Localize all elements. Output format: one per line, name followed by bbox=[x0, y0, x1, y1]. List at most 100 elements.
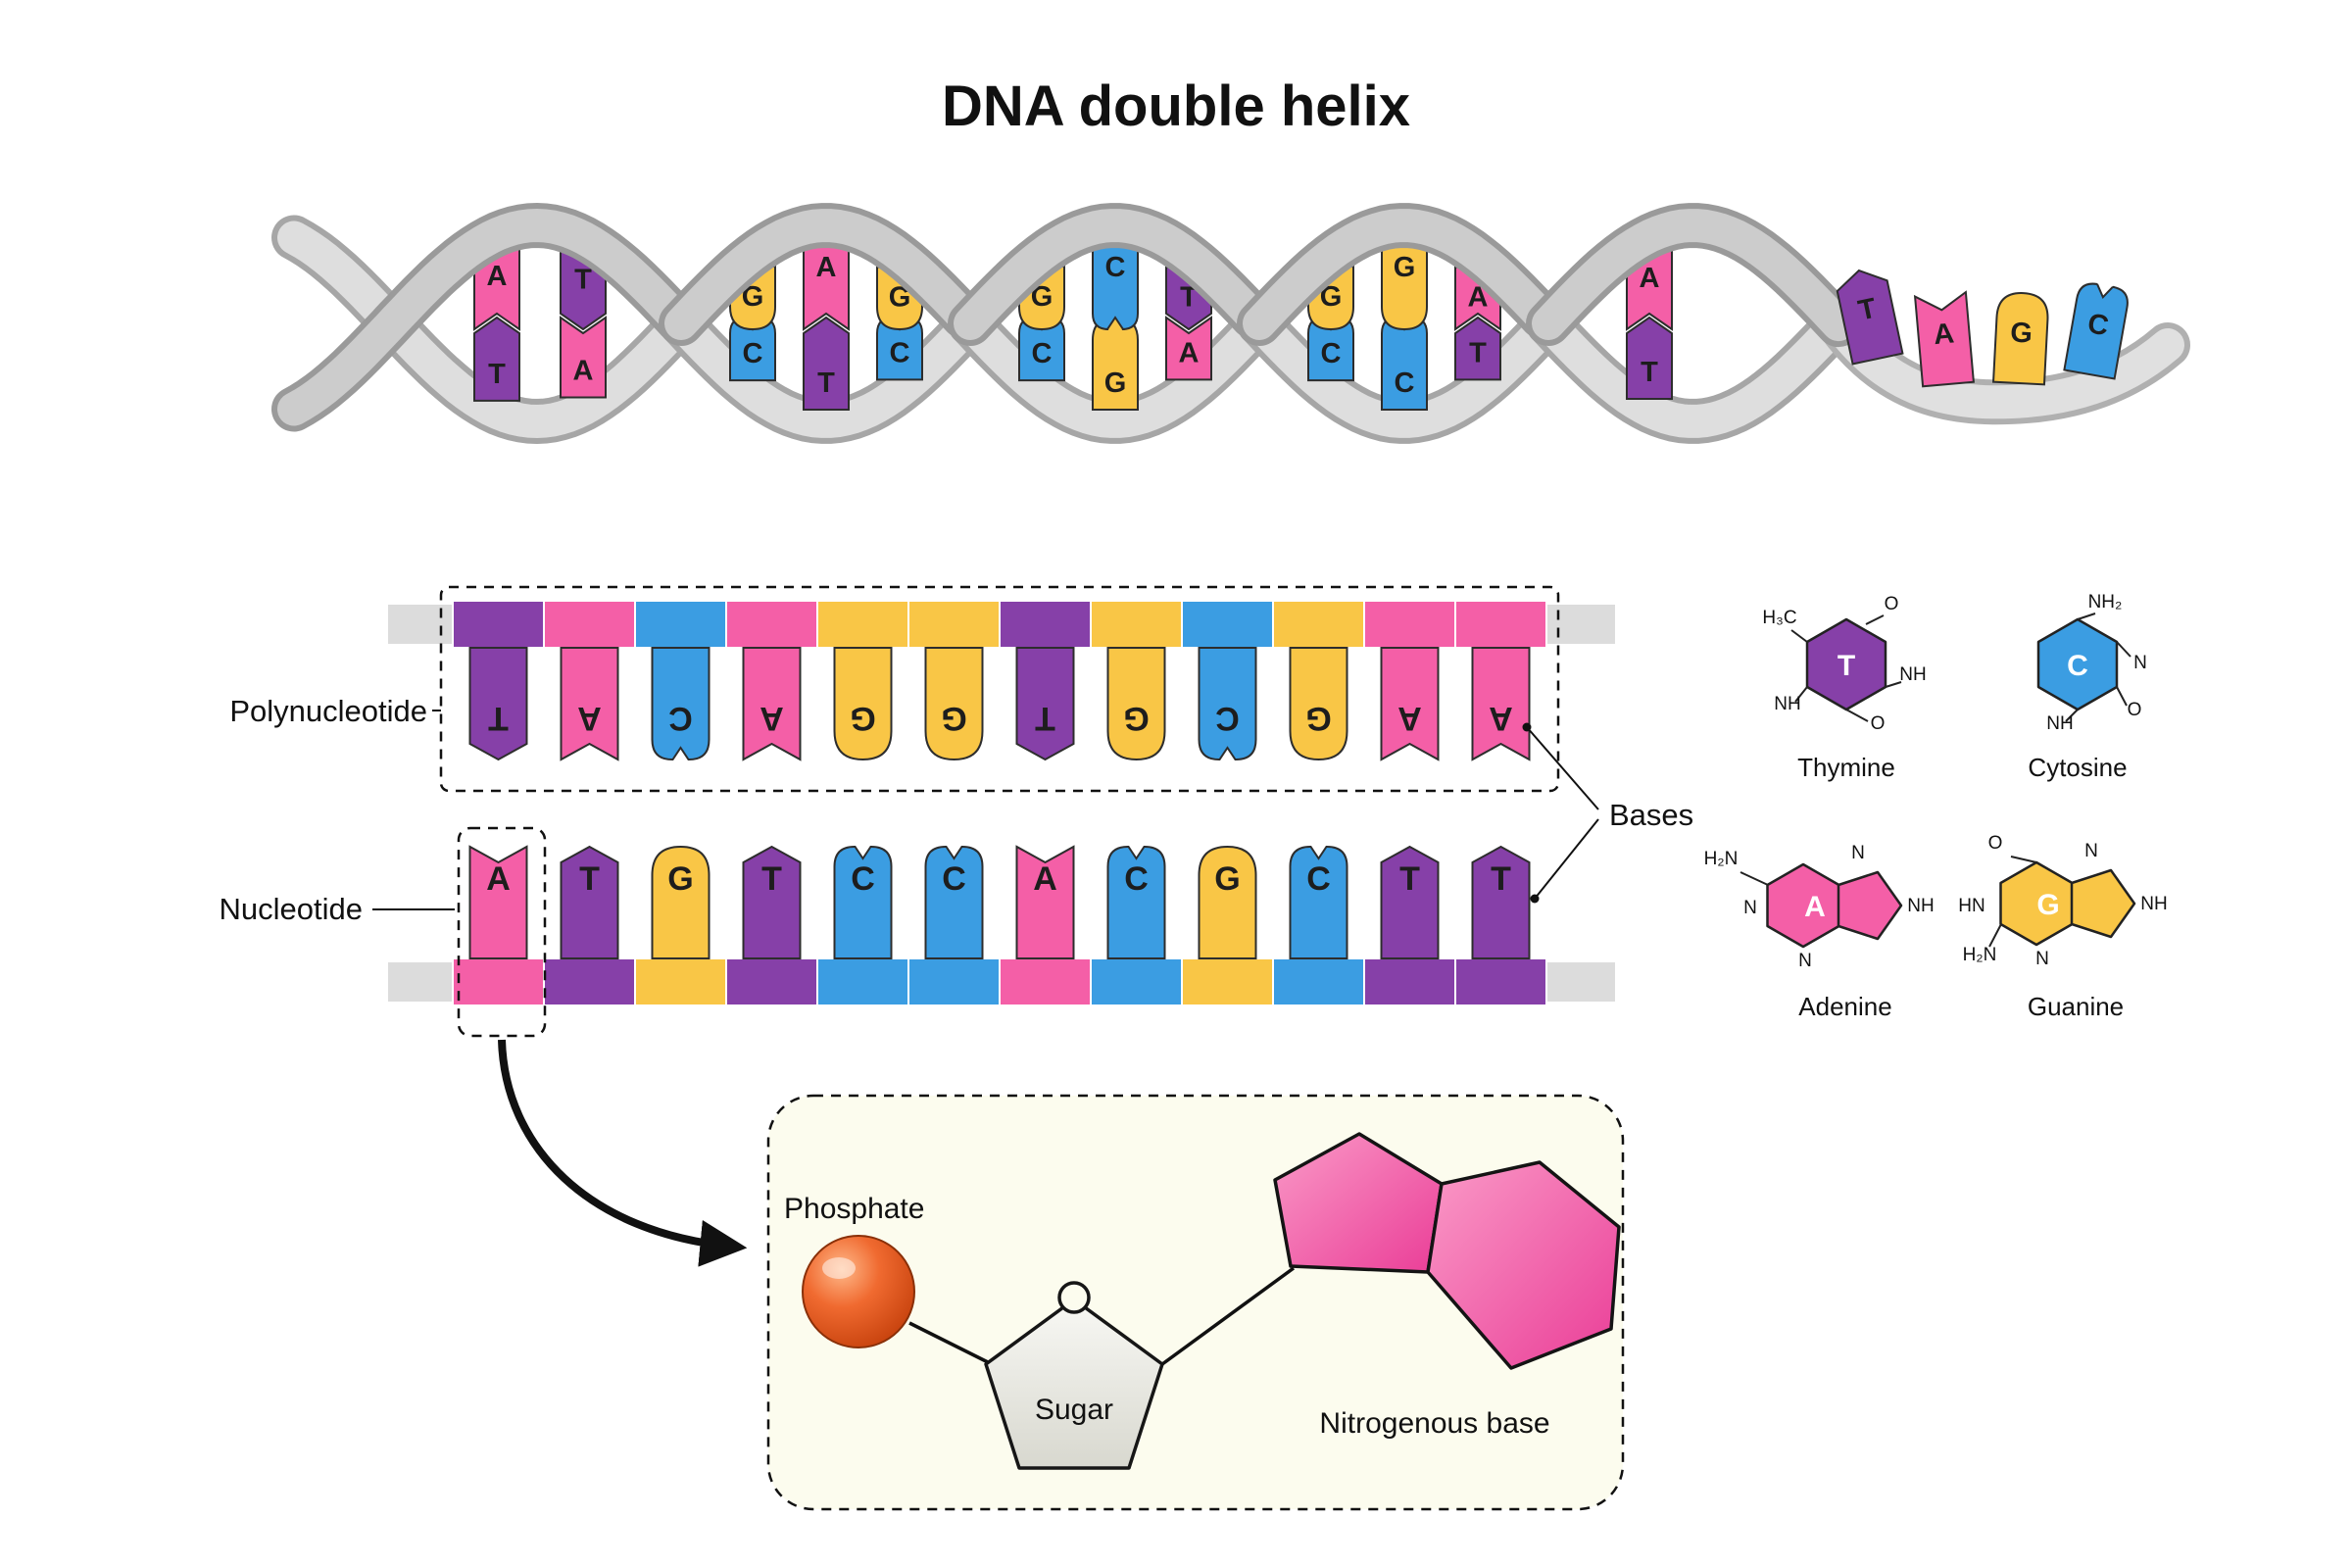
backbone-segment bbox=[725, 600, 818, 649]
top-nucleotide-unit: T bbox=[999, 600, 1092, 761]
backbone-segment bbox=[1454, 957, 1547, 1006]
top-base-shape bbox=[833, 647, 893, 761]
bottom-nucleotide-unit: T bbox=[1363, 845, 1456, 1006]
substituent-label: N bbox=[2133, 653, 2147, 673]
bond-line bbox=[1794, 686, 1808, 703]
nitrogenous-base-hexagon bbox=[1426, 1160, 1621, 1370]
cytosine-name: Cytosine bbox=[2028, 753, 2127, 782]
substituent-label: N bbox=[1743, 898, 1757, 918]
bottom-base-shape bbox=[833, 846, 893, 959]
substituent-label: HN bbox=[1958, 896, 1984, 916]
bond-line bbox=[1845, 709, 1869, 722]
top-base-shape bbox=[651, 647, 710, 760]
bond-line bbox=[1865, 614, 1885, 625]
guanine-name: Guanine bbox=[2028, 992, 2124, 1021]
bond-line bbox=[1885, 681, 1902, 688]
base-letter: G bbox=[1305, 700, 1331, 737]
base-letter: A bbox=[577, 700, 602, 737]
top-base-shape bbox=[1471, 647, 1531, 761]
helix-base-letter: G bbox=[1320, 281, 1343, 313]
base-letter: C bbox=[1215, 700, 1240, 737]
backbone-segment bbox=[634, 957, 727, 1006]
bottom-nucleotide-unit: C bbox=[907, 846, 1001, 1006]
tail-base-shape bbox=[1836, 269, 1904, 366]
substituent-label: O bbox=[2128, 700, 2142, 720]
backbone-segment bbox=[1454, 600, 1547, 649]
helix-ribbon bbox=[1532, 209, 1855, 342]
backbone-gray-end bbox=[388, 962, 457, 1002]
helix-base-letter: C bbox=[890, 337, 910, 368]
backbone-segment bbox=[1181, 600, 1274, 649]
helix-bottom-base bbox=[1165, 316, 1212, 381]
helix-tail-base: G bbox=[1991, 292, 2049, 386]
helix-base-letter: G bbox=[1104, 368, 1127, 399]
bottom-base-shape bbox=[1015, 845, 1075, 959]
backbone-gray-end bbox=[1546, 962, 1615, 1002]
base-letter: C bbox=[851, 860, 875, 898]
base-letter: T bbox=[761, 860, 782, 898]
helix-base-letter: T bbox=[817, 368, 835, 399]
backbone-segment bbox=[1090, 957, 1183, 1006]
helix-base-letter: T bbox=[1641, 357, 1658, 388]
base-letter: T bbox=[488, 700, 509, 737]
substituent-label: NH bbox=[1907, 896, 1934, 916]
bottom-nucleotide-unit: C bbox=[1272, 846, 1365, 1006]
helix-base-letter: T bbox=[1180, 282, 1198, 314]
helix-ribbon bbox=[664, 209, 980, 340]
substituent-label: N bbox=[2084, 841, 2098, 861]
helix-tail-ribbon bbox=[1822, 307, 2184, 419]
nucleotide-closeup: Phosphate Sugar Nitrogenous base bbox=[498, 1039, 1625, 1511]
bottom-base-shape bbox=[742, 845, 802, 959]
top-base-shape bbox=[924, 647, 984, 761]
base-letter: A bbox=[1489, 700, 1513, 737]
backbone-gray-end bbox=[1546, 605, 1615, 644]
helix-base-letter: A bbox=[1640, 263, 1660, 294]
tail-base-shape bbox=[1991, 292, 2049, 386]
helix-top-base bbox=[1092, 236, 1139, 330]
base-letter: T bbox=[1035, 700, 1055, 737]
substituent-label: N bbox=[1851, 843, 1865, 863]
substituent-label: O bbox=[1885, 594, 1899, 614]
top-nucleotide-unit: C bbox=[634, 600, 727, 760]
top-base-shape bbox=[742, 647, 802, 761]
helix-tail-base: C bbox=[2063, 282, 2129, 380]
bond-line bbox=[2010, 856, 2037, 863]
bottom-nucleotide-unit: G bbox=[634, 845, 727, 1006]
top-nucleotide-unit: A bbox=[543, 600, 636, 761]
bottom-nucleotide-unit: A bbox=[999, 845, 1092, 1006]
base-letter: T bbox=[1399, 860, 1420, 898]
helix-base-pair: AT bbox=[1626, 247, 1673, 400]
substituent-label: H₂N bbox=[1963, 945, 1997, 965]
nitrogenous-base-pentagon bbox=[1273, 1132, 1444, 1274]
polynucleotide-box bbox=[439, 585, 1560, 793]
phosphate-label: Phosphate bbox=[784, 1193, 924, 1225]
base-letter: G bbox=[850, 700, 875, 737]
helix-base-letter: T bbox=[1469, 337, 1487, 368]
sugar-label: Sugar bbox=[1035, 1394, 1113, 1426]
helix-base-letter: G bbox=[742, 281, 764, 313]
ring-letter: A bbox=[1804, 891, 1826, 923]
substituent-label: O bbox=[1988, 833, 2003, 854]
phosphate-ball bbox=[802, 1235, 915, 1348]
bond-line bbox=[2065, 709, 2079, 722]
helix-base-letter: C bbox=[1105, 252, 1126, 283]
tail-base-shape bbox=[2063, 282, 2129, 380]
helix-base-pair: AT bbox=[473, 245, 520, 402]
helix-base-pair: CG bbox=[1092, 236, 1139, 411]
backbone-segment bbox=[907, 600, 1001, 649]
base-letter: T bbox=[579, 860, 600, 898]
bond-line bbox=[2116, 641, 2132, 658]
bottom-base-shape bbox=[651, 845, 710, 959]
base-letter: G bbox=[1214, 860, 1240, 898]
helix-bottom-base bbox=[803, 316, 850, 411]
bottom-nucleotide-unit: T bbox=[543, 845, 636, 1006]
base-letter: G bbox=[1123, 700, 1149, 737]
phosphate-sugar-bond bbox=[908, 1321, 993, 1366]
helix-base-letter: A bbox=[816, 252, 837, 283]
bases-pointer-bottom bbox=[1534, 818, 1599, 900]
